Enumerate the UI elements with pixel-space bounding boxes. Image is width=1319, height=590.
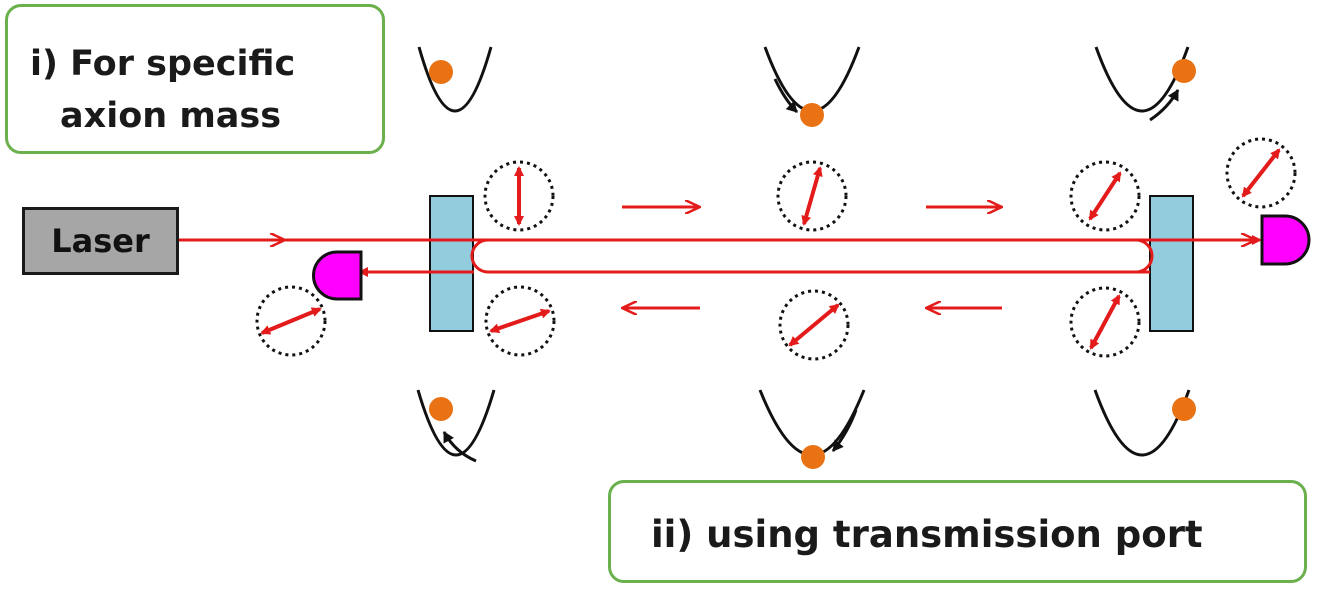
potential-well-icon (417, 46, 493, 113)
box-ii-text: ii) using transmission port (651, 513, 1203, 556)
polarization-bottom-4 (1069, 286, 1141, 358)
label-box-transmission-port: ii) using transmission port (608, 480, 1307, 583)
bottom-well-right (1093, 389, 1196, 457)
box-i-line2: axion mass (60, 96, 282, 136)
mirror-left-icon (429, 195, 474, 332)
polarization-top-4 (1225, 137, 1297, 209)
top-well-right (1094, 46, 1196, 122)
polarization-top-1 (483, 160, 555, 232)
polarization-top-3 (1069, 160, 1141, 232)
detector-left-icon (312, 250, 363, 301)
ball-icon (429, 60, 453, 84)
top-well-left (417, 46, 493, 113)
laser-source: Laser (22, 207, 179, 275)
ball-icon (429, 397, 453, 421)
potential-well-icon (1094, 46, 1190, 113)
laser-beam (179, 240, 1262, 277)
motion-arrow-icon (1149, 89, 1180, 122)
polarization-bottom-2 (484, 285, 556, 357)
top-well-middle (763, 46, 861, 127)
ball-icon (800, 103, 824, 127)
potential-well-icon (1093, 389, 1191, 457)
ball-icon (1172, 59, 1196, 83)
laser-label: Laser (51, 222, 150, 260)
motion-arrow-icon (442, 431, 477, 463)
polarization-top-2 (776, 160, 848, 232)
potential-well-icon (416, 389, 496, 457)
label-box-specific-mass: i) For specific axion mass (5, 4, 385, 154)
box-i-line1: i) For specific (30, 44, 296, 84)
polarization-bottom-1 (255, 285, 327, 357)
polarization-bottom-3 (778, 289, 850, 361)
ball-icon (801, 445, 825, 469)
detector-right-icon (1260, 214, 1311, 266)
motion-arrow-icon (773, 78, 799, 114)
bottom-well-middle (758, 389, 866, 469)
mirror-right-icon (1149, 195, 1194, 332)
ball-icon (1172, 397, 1196, 421)
potential-well-icon (763, 46, 861, 113)
motion-arrow-icon (831, 409, 858, 452)
bottom-well-left (416, 389, 496, 463)
